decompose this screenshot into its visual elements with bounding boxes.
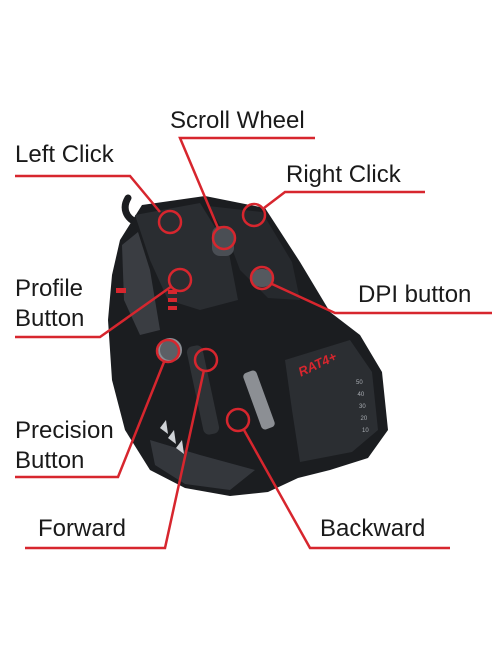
label-profile-line1: Profile — [15, 275, 84, 302]
shell-highlight — [122, 232, 160, 335]
label-profile-line2: Button — [15, 305, 85, 332]
label-precision-line1: Precision — [15, 417, 114, 444]
callout-line-forward — [25, 369, 206, 550]
red-accent — [116, 288, 126, 293]
dpi-button — [250, 269, 274, 287]
callout-marker-forward — [193, 347, 219, 373]
label-left-click: Left Click — [15, 141, 114, 168]
label-profile-button: Profile Button — [15, 274, 155, 334]
callout-marker-scroll-wheel — [211, 225, 237, 251]
side-buttons — [186, 345, 220, 435]
callout-marker-backward — [225, 407, 251, 433]
callout-marker-left-click — [157, 209, 183, 235]
label-dpi-button: DPI button — [358, 281, 472, 308]
dpi-scale-label: 10 — [362, 428, 369, 434]
shell-highlight — [150, 440, 255, 490]
metal-adjuster — [243, 370, 275, 430]
label-scroll-wheel: Scroll Wheel — [170, 107, 305, 134]
callout-line-profile — [15, 284, 173, 339]
profile-led — [168, 298, 177, 302]
profile-led — [168, 290, 177, 294]
dpi-scale-label: 40 — [358, 392, 365, 398]
label-forward: Forward — [38, 515, 127, 542]
profile-led — [168, 306, 177, 310]
thumb-rest — [285, 340, 378, 462]
dpi-scale: 50 40 30 20 10 — [356, 380, 369, 434]
callout-line-right-click — [263, 190, 425, 209]
callout-line-backward — [242, 429, 450, 550]
callout-line-scroll-wheel — [178, 136, 315, 229]
dpi-scale-label: 30 — [359, 404, 366, 410]
label-precision-line2: Button — [15, 447, 85, 474]
dpi-scale-label: 50 — [356, 380, 363, 386]
claw-logo — [160, 420, 184, 454]
callout-lines — [15, 136, 492, 550]
callout-marker-precision — [155, 338, 181, 364]
dpi-scale-label: 20 — [361, 416, 368, 422]
callout-line-left-click — [15, 174, 161, 213]
label-backward: Backward — [320, 515, 426, 542]
callout-line-dpi — [271, 282, 492, 315]
callout-line-precision — [15, 361, 166, 479]
callout-marker-right-click — [241, 202, 267, 228]
callout-marker-profile — [167, 267, 193, 293]
callout-marker-dpi — [249, 265, 275, 291]
label-right-click: Right Click — [286, 161, 401, 188]
label-precision-button: Precision Button — [15, 416, 155, 476]
